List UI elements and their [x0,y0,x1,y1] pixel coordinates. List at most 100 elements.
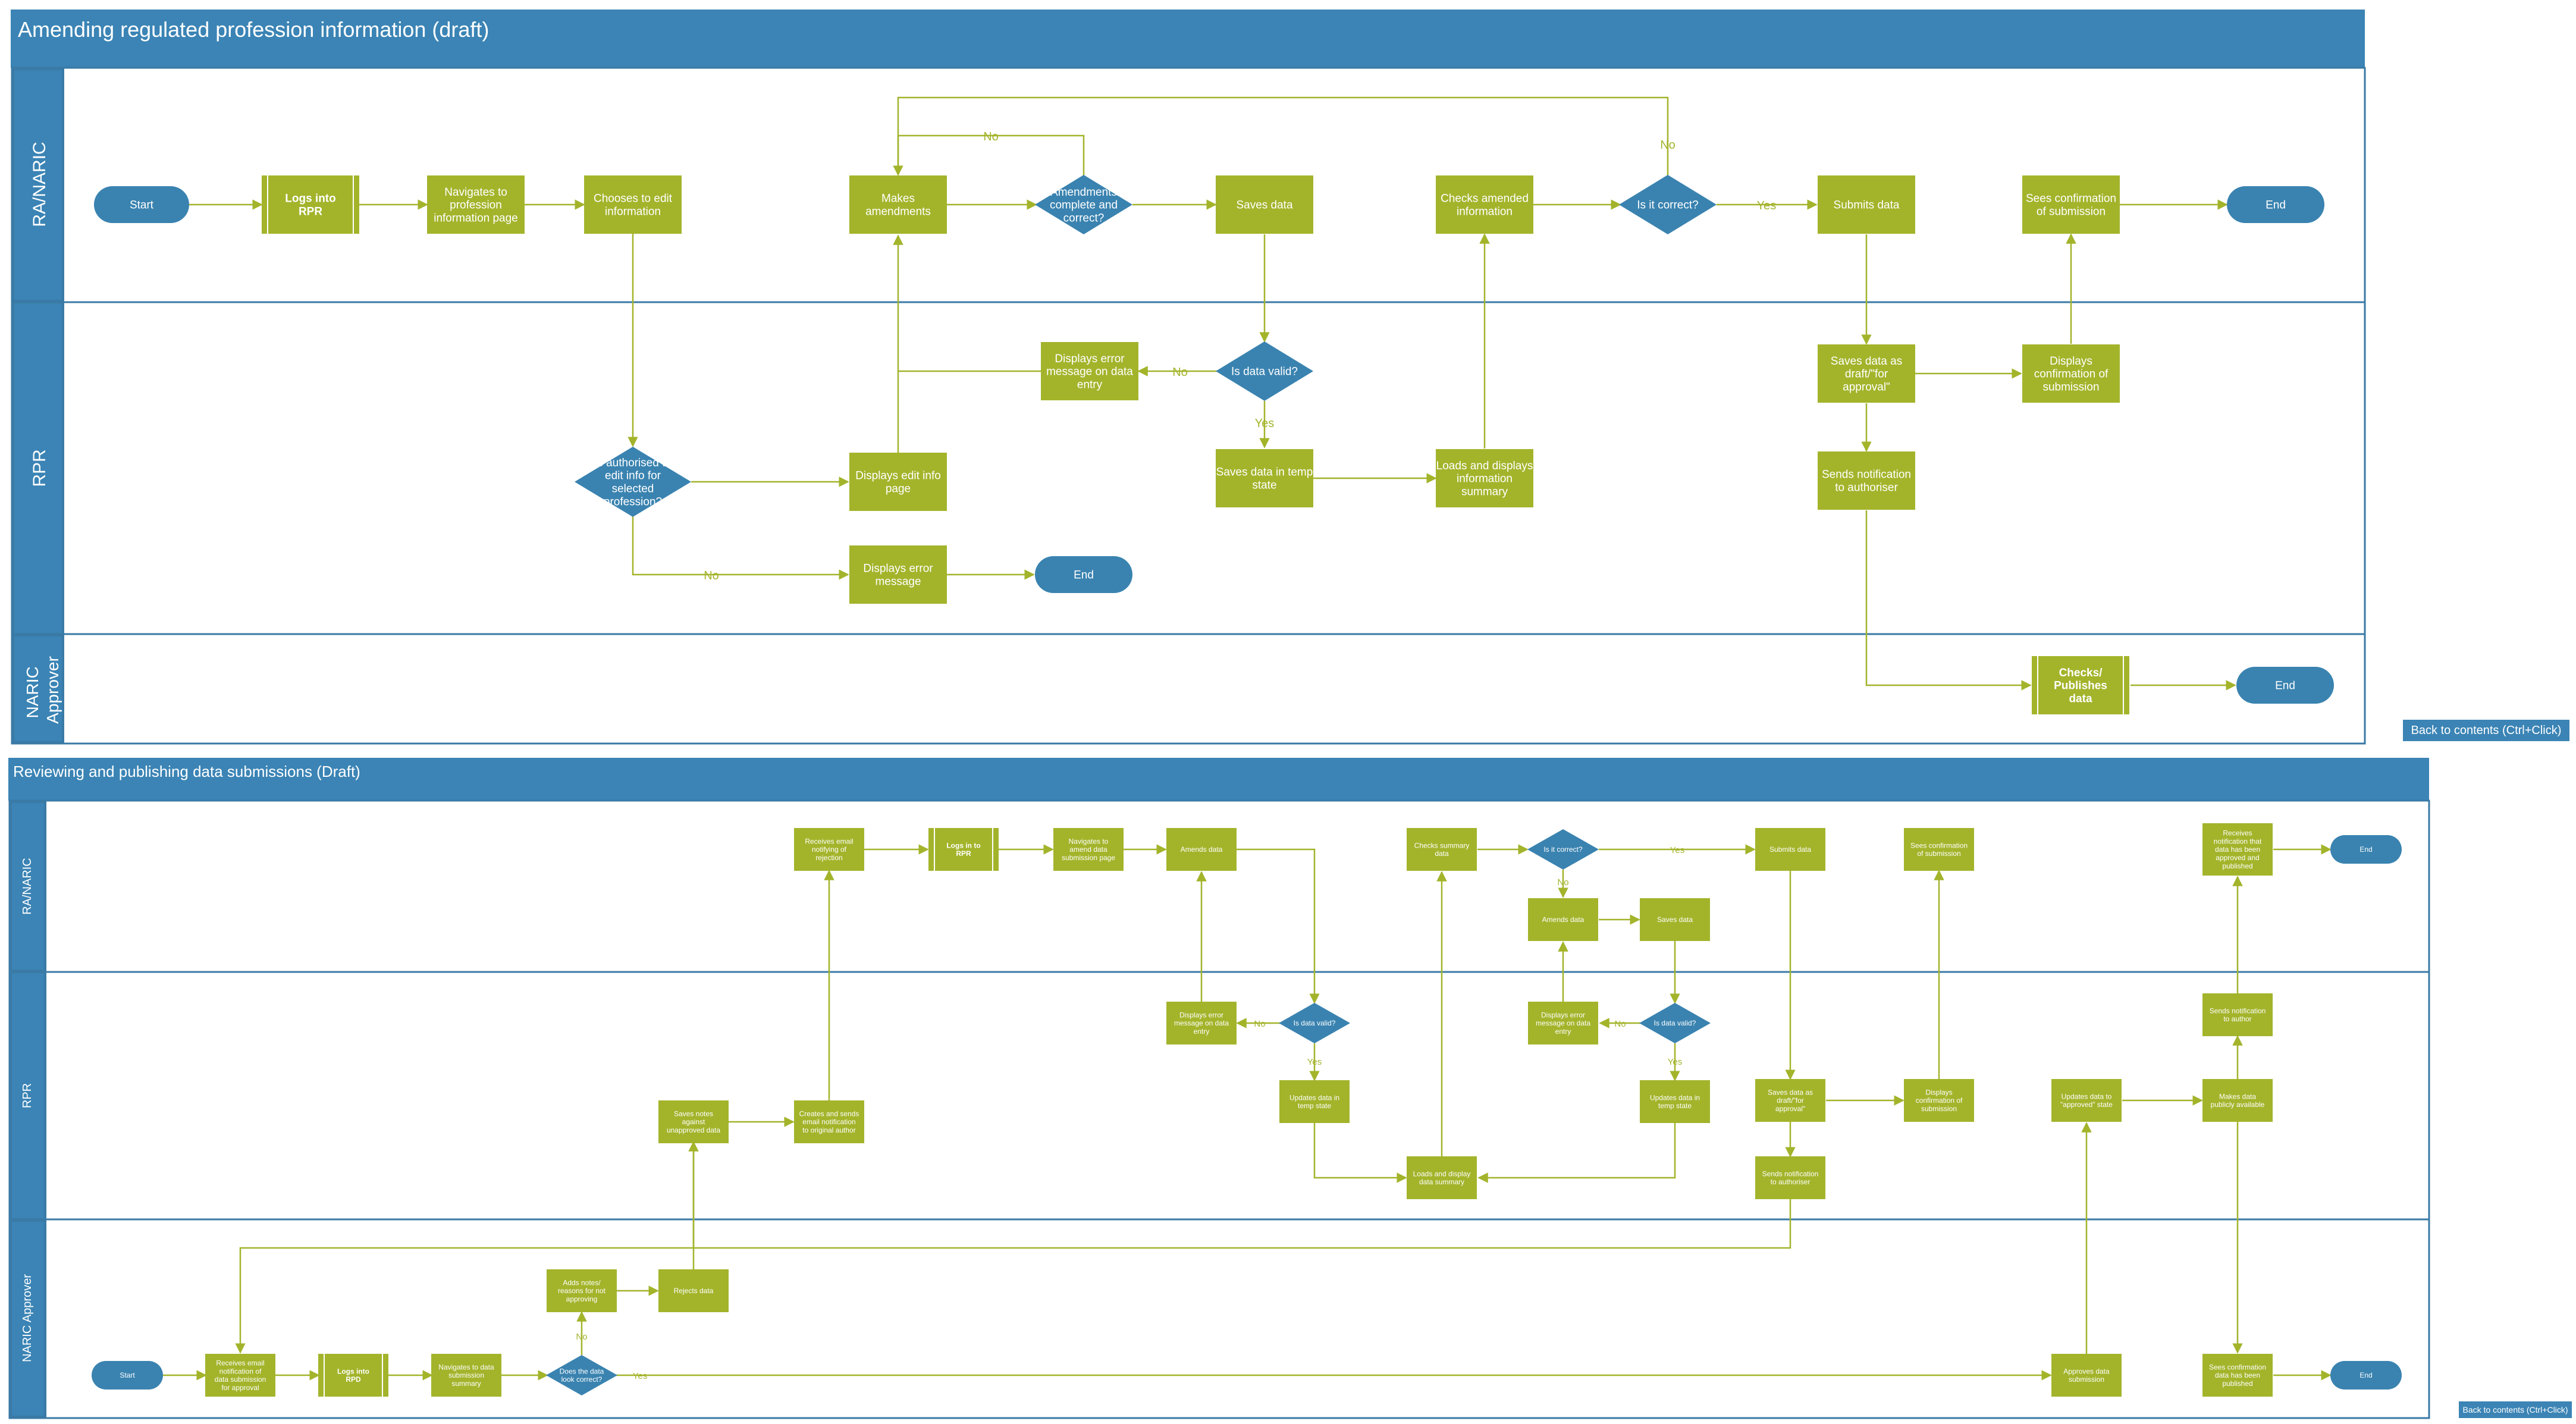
d2-node-updates-approved: Updates data to"approved" state [2051,1079,2122,1122]
d2-conn-update2-load [1477,1123,1676,1183]
d2-node-checks-summary-shape [1407,828,1477,871]
d2-node-amends1-shape [1166,828,1237,871]
d2-node-approves-shape [2051,1354,2122,1397]
d1-node-navigates-shape [427,175,525,234]
d1-node-navigates-label-line: profession [450,199,502,212]
d1-node-displays-edit-label-line: Displays edit info [855,470,941,482]
d2-node-updates-approved-label: Updates data to"approved" state [2060,1092,2113,1109]
d1-node-is-valid: Is data valid? [1216,341,1313,401]
d2-label-yes-1: Yes [633,1371,647,1381]
d1-conn-correct-no [897,96,1669,176]
diagram-2: Reviewing and publishing data submission… [8,758,2572,1419]
d2-node-end1-label: End [2359,845,2372,854]
d2-conn-update1-load [1313,1123,1407,1183]
d1-node-is-valid-label: Is data valid? [1231,366,1298,378]
diagram-1: Amending regulated profession informatio… [11,10,2569,745]
d1-node-sees-confirm-shape [2022,175,2120,234]
d2-node-updates-temp1-label-line: temp state [1298,1102,1331,1110]
d2-node-end2-label: End [2359,1371,2372,1379]
d1-connectors [189,96,2236,691]
d2-back-to-contents-label[interactable]: Back to contents (Ctrl+Click) [2463,1405,2568,1414]
d1-node-logs-into-label-line: RPR [299,206,322,218]
d2-back-to-contents-button[interactable] [2459,1401,2572,1418]
d2-node-end2-shape [2330,1361,2402,1390]
d1-back-to-contents-label[interactable]: Back to contents (Ctrl+Click) [2411,724,2562,737]
d1-node-displays-edit-label-line: page [886,483,911,495]
d2-node-amends2: Amends data [1528,898,1598,941]
d2-node-amends2-label: Amends data [1542,915,1584,924]
d2-node-error1-label-line: entry [1194,1027,1210,1036]
d2-node-rejects-label: Rejects data [674,1287,714,1295]
d1-node-end2-label: End [1074,569,1094,582]
diagram-1-subheader [11,54,2365,68]
d1-node-authorised-label-line: profession? [604,495,662,508]
d2-node-receives-approved-label-line: Receives [2223,829,2252,838]
d2-node-saves-notes-label-line: unapproved data [667,1126,720,1134]
d1-node-saves-draft-label-line: draft/"for [1845,368,1888,381]
d1-node-displays-error-entry-label-line: message on data [1046,366,1133,378]
d1-node-chooses-label-line: information [605,206,661,218]
d2-node-does-look-label-line: Does the data [560,1367,604,1375]
d1-back-to-contents-button[interactable] [2403,720,2569,741]
d1-node-sees-confirm-label-line: of submission [2037,206,2106,218]
d2-node-approves-label-line: Approves data [2063,1367,2110,1375]
d2-node-error2-shape [1528,1002,1598,1045]
d1-node-end3-label: End [2275,680,2295,692]
d2-node-loads-summary-shape [1407,1156,1477,1199]
d2-connector-labels: Yes No No Yes No Yes No Yes [576,845,1684,1381]
d2-node-logs-into-rpd-shape [318,1354,388,1397]
d1-node-loads-summary-label-line: Loads and displays [1436,460,1533,472]
d2-node-saves-draft-shape [1755,1079,1825,1122]
d1-lane-label-approver-1: NARIC [23,666,42,718]
d1-node-authorised-label-line: Is authorised to [594,457,672,469]
d2-node-adds-notes-shape [547,1269,617,1312]
d2-conn-authoriser-receive [235,1199,1791,1354]
d2-node-navigates-summary-shape [431,1354,501,1397]
d2-node-end1: End [2330,835,2402,864]
d1-node-is-correct-label: Is it correct? [1637,199,1698,212]
d2-node-sends-author-label-line: to author [2223,1015,2251,1023]
d1-node-end1-label-line: End [2266,199,2286,212]
d2-node-creates-sends-label-line: email notification [802,1118,855,1126]
d2-node-receives-reject-label-line: rejection [815,854,842,862]
d1-label-no-2: No [1660,139,1676,152]
d1-node-displays-error-entry-shape [1041,342,1138,400]
d1-node-displays-confirm-label-line: submission [2042,381,2099,394]
d2-node-receives-email-shape [205,1354,275,1397]
d2-node-logs-into-rpd-label-line: Logs into [337,1367,369,1375]
d2-node-logs-in-shape [928,828,999,871]
d2-node-navigates-summary-label-line: Navigates to data [438,1363,494,1371]
d1-node-checks-amended-label-line: information [1457,206,1513,218]
d1-node-sends-notif-label-line: to authoriser [1835,482,1898,494]
d1-node-displays-error-shape [849,545,947,604]
d1-node-submits: Submits data [1818,175,1915,234]
d2-node-receives-reject-label-line: Receives email [805,837,853,845]
d2-node-start-label: Start [120,1371,135,1379]
